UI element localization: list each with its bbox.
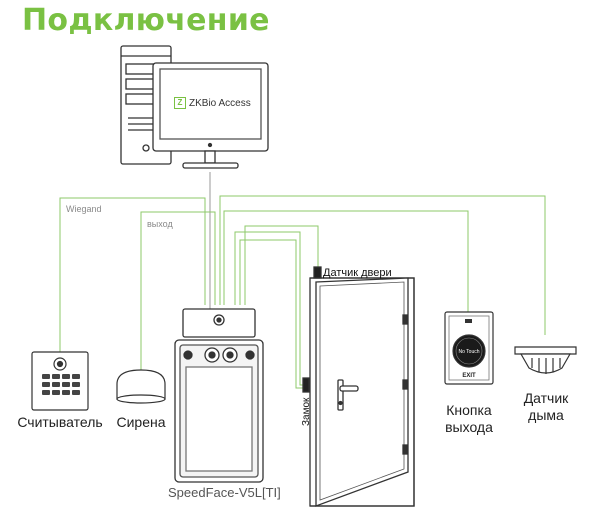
siren-label: Сирена — [116, 414, 166, 430]
connection-wires — [59, 172, 546, 389]
zkbio-logo-icon: Z — [174, 97, 186, 109]
software-logo: Z ZKBio Access — [174, 97, 251, 109]
exit-button-label: Кнопка выхода — [445, 402, 493, 435]
exit-button-face-top: No Touch — [458, 349, 479, 355]
exit-button-icon: No Touch EXIT — [444, 311, 494, 385]
wire-smoke — [219, 195, 546, 335]
reader-label: Считыватель — [17, 414, 103, 430]
exit-button-face-bottom: EXIT — [462, 373, 476, 379]
siren-icon — [116, 369, 166, 404]
monitor-icon — [152, 62, 269, 169]
wire-label-wiegand: Wiegand — [66, 204, 102, 214]
wire-lock-1 — [234, 231, 306, 386]
wire-wiegand — [59, 197, 206, 352]
smoke-sensor-label: Датчик дыма — [523, 390, 569, 423]
lock-label: Замок — [301, 397, 312, 426]
wire-label-output: выход — [147, 219, 173, 229]
door-sensor-label: Датчик двери — [323, 267, 392, 279]
wire-lock-2 — [239, 239, 306, 389]
door-icon — [302, 266, 415, 507]
speedface-terminal-icon — [174, 308, 264, 483]
software-name: ZKBio Access — [189, 97, 251, 109]
device-label: SpeedFace-V5L[TI] — [168, 485, 281, 500]
wire-door-sensor — [244, 225, 319, 305]
wire-exit — [223, 210, 469, 312]
smoke-sensor-icon — [514, 346, 577, 374]
page-title: Подключение — [22, 3, 270, 38]
wire-siren — [140, 211, 216, 370]
card-reader-icon — [31, 351, 89, 411]
